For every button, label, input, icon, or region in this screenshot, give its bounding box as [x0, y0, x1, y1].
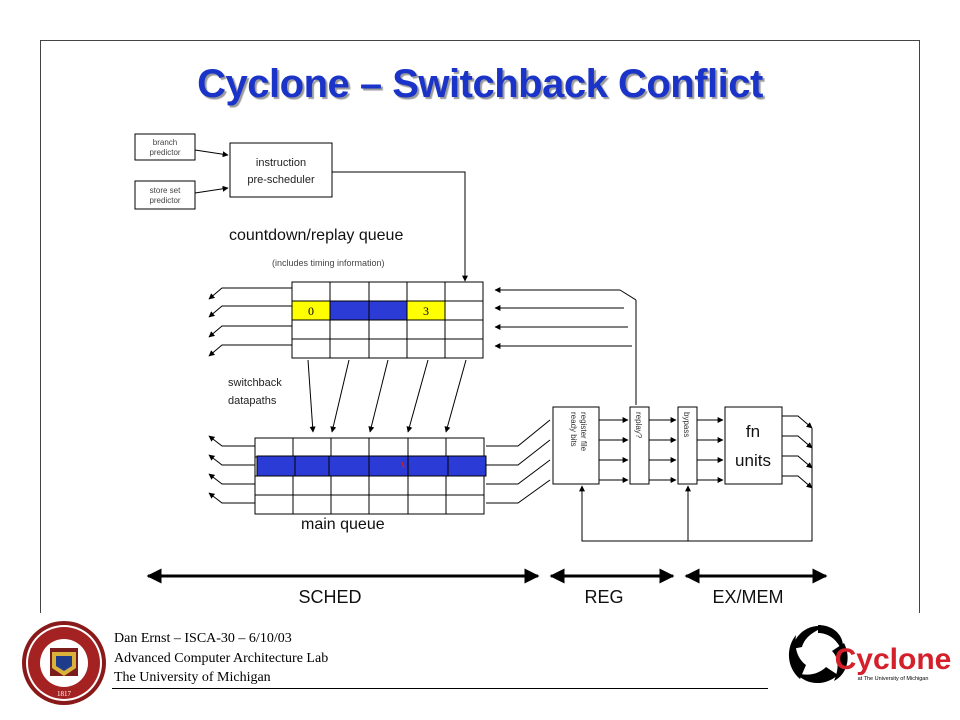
countdown-queue: 0 3	[291, 281, 484, 359]
slide-title: Cyclone – Switchback Conflict	[197, 62, 763, 106]
pre-scheduler-line2: pre-scheduler	[247, 174, 315, 186]
fn-units-line2: units	[735, 451, 771, 470]
switchback-line1: switchback	[228, 377, 282, 389]
countdown-cell-blue-1	[329, 300, 370, 321]
branch-predictor-box: branch predictor	[134, 133, 196, 161]
left-feedback-arrows-top	[208, 287, 292, 357]
stage-reg: REG	[584, 587, 623, 607]
bypass-box: bypass	[677, 406, 698, 485]
queue-to-register-arrows	[486, 419, 551, 504]
bypass-label: bypass	[682, 412, 691, 437]
branch-predictor-line1: branch	[153, 138, 177, 147]
store-set-predictor-box: store set predictor	[134, 180, 196, 210]
footer-line-1: Dan Ernst – ISCA-30 – 6/10/03	[114, 631, 292, 646]
register-file-line2: ready bits	[569, 412, 578, 447]
main-queue	[254, 437, 487, 515]
prescheduler-to-queue-arrow	[332, 171, 468, 282]
branch-to-prescheduler-arrow	[194, 149, 229, 158]
register-file-line1: register file	[579, 412, 588, 452]
replay-box: replay?	[629, 406, 650, 485]
timing-note: (includes timing information)	[272, 258, 385, 268]
cyclone-brand-name: Cyclone	[835, 643, 952, 676]
university-seal-logo: 1817	[22, 621, 106, 705]
replay-label: replay?	[634, 412, 643, 439]
footer-line-2: Advanced Computer Architecture Lab	[114, 651, 329, 666]
cell-value-3: 3	[423, 304, 429, 318]
stage-exmem: EX/MEM	[712, 587, 783, 607]
cyclone-brand-tagline: at The University of Michigan	[858, 676, 929, 682]
branch-predictor-line2: predictor	[149, 148, 180, 157]
main-queue-label: main queue	[301, 516, 385, 533]
switchback-datapaths	[307, 359, 467, 433]
cyclone-brand-logo: Cyclone at The University of Michigan	[788, 625, 952, 684]
svg-text:1817: 1817	[57, 690, 72, 698]
switchback-line2: datapaths	[228, 395, 277, 407]
register-file-box: register file ready bits	[552, 406, 600, 485]
fn-units-line1: fn	[746, 422, 760, 441]
bypass-feedback-loop	[579, 428, 813, 542]
right-feedback-arrows-top	[494, 287, 637, 405]
main-queue-row-blue	[256, 455, 487, 477]
store-set-predictor-line2: predictor	[149, 196, 180, 205]
countdown-cell-blue-2	[368, 300, 408, 321]
store-set-predictor-line1: store set	[150, 186, 181, 195]
footer-line-3: The University of Michigan	[114, 670, 271, 685]
stage-sched: SCHED	[298, 587, 361, 607]
left-feedback-arrows-bottom	[208, 435, 255, 504]
countdown-label: countdown/replay queue	[229, 227, 403, 244]
pre-scheduler-line1: instruction	[256, 157, 306, 169]
slide-frame	[40, 40, 920, 613]
cell-value-0: 0	[308, 304, 314, 318]
fn-units-box: fn units	[724, 406, 783, 485]
footer-divider	[112, 688, 768, 689]
pre-scheduler-box: instruction pre-scheduler	[229, 142, 333, 198]
countdown-cell-yellow-2	[406, 300, 446, 321]
storeset-to-prescheduler-arrow	[194, 185, 229, 194]
pipeline-arrows	[599, 415, 813, 489]
